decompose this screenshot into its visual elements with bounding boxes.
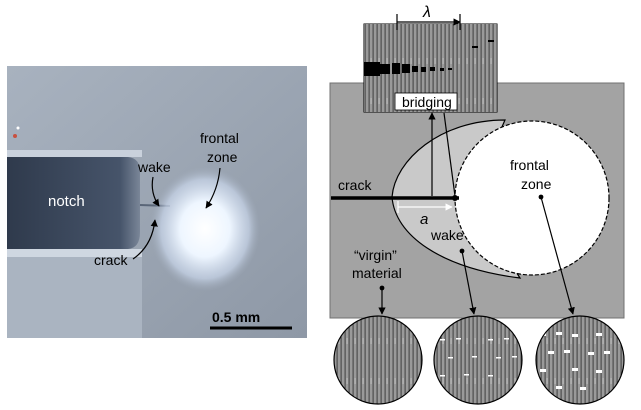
micrograph-panel: notch wake crack frontal zone 0.5 mm (7, 66, 307, 338)
schematic-crack-label: crack (338, 177, 372, 193)
notch-edge-top (7, 150, 142, 157)
virgin-label-line2: material (352, 265, 402, 281)
photo-crack-label: crack (94, 252, 128, 268)
speck (16, 126, 20, 130)
crack-length-label: a (420, 211, 428, 228)
speck (13, 134, 17, 138)
frontal-zone-circle (454, 120, 610, 276)
frontal-zone-detail (535, 315, 625, 405)
scale-bar-label: 0.5 mm (212, 309, 260, 325)
notch-shape (7, 157, 140, 249)
schematic-frontal-label-line1: frontal (510, 157, 549, 173)
bridging-inset: bridging (363, 23, 498, 113)
photo-wake-label: wake (137, 159, 171, 175)
lower-specimen (7, 257, 142, 338)
crack-tip-dot (452, 195, 458, 201)
photo-wake-arrow (151, 176, 160, 207)
bridging-label: bridging (402, 94, 452, 110)
photo-frontal-label-line2: zone (207, 149, 238, 165)
photo-frontal-label-line1: frontal (200, 130, 239, 146)
frontal-zone-glow (150, 167, 260, 291)
photo-crack-arrow (132, 219, 158, 260)
lambda-label: λ (422, 4, 431, 21)
frontal-pointer (538, 194, 575, 315)
bridging-label-box (394, 92, 458, 111)
wake-detail (433, 315, 523, 405)
schematic-frontal-label-line2: zone (521, 176, 552, 192)
virgin-material-detail (333, 315, 423, 405)
notch-edge-bottom (7, 249, 142, 257)
virgin-label-line1: “virgin” (354, 247, 397, 263)
schematic-panel: a crack frontal zone wake “virgin” mater… (329, 4, 625, 405)
photo-frontal-arrow (205, 167, 221, 209)
bridging-pointer-2 (443, 112, 456, 197)
schematic-wake-label: wake (430, 227, 464, 243)
wake-pointer (459, 248, 477, 315)
photo-notch-label: notch (48, 193, 85, 210)
